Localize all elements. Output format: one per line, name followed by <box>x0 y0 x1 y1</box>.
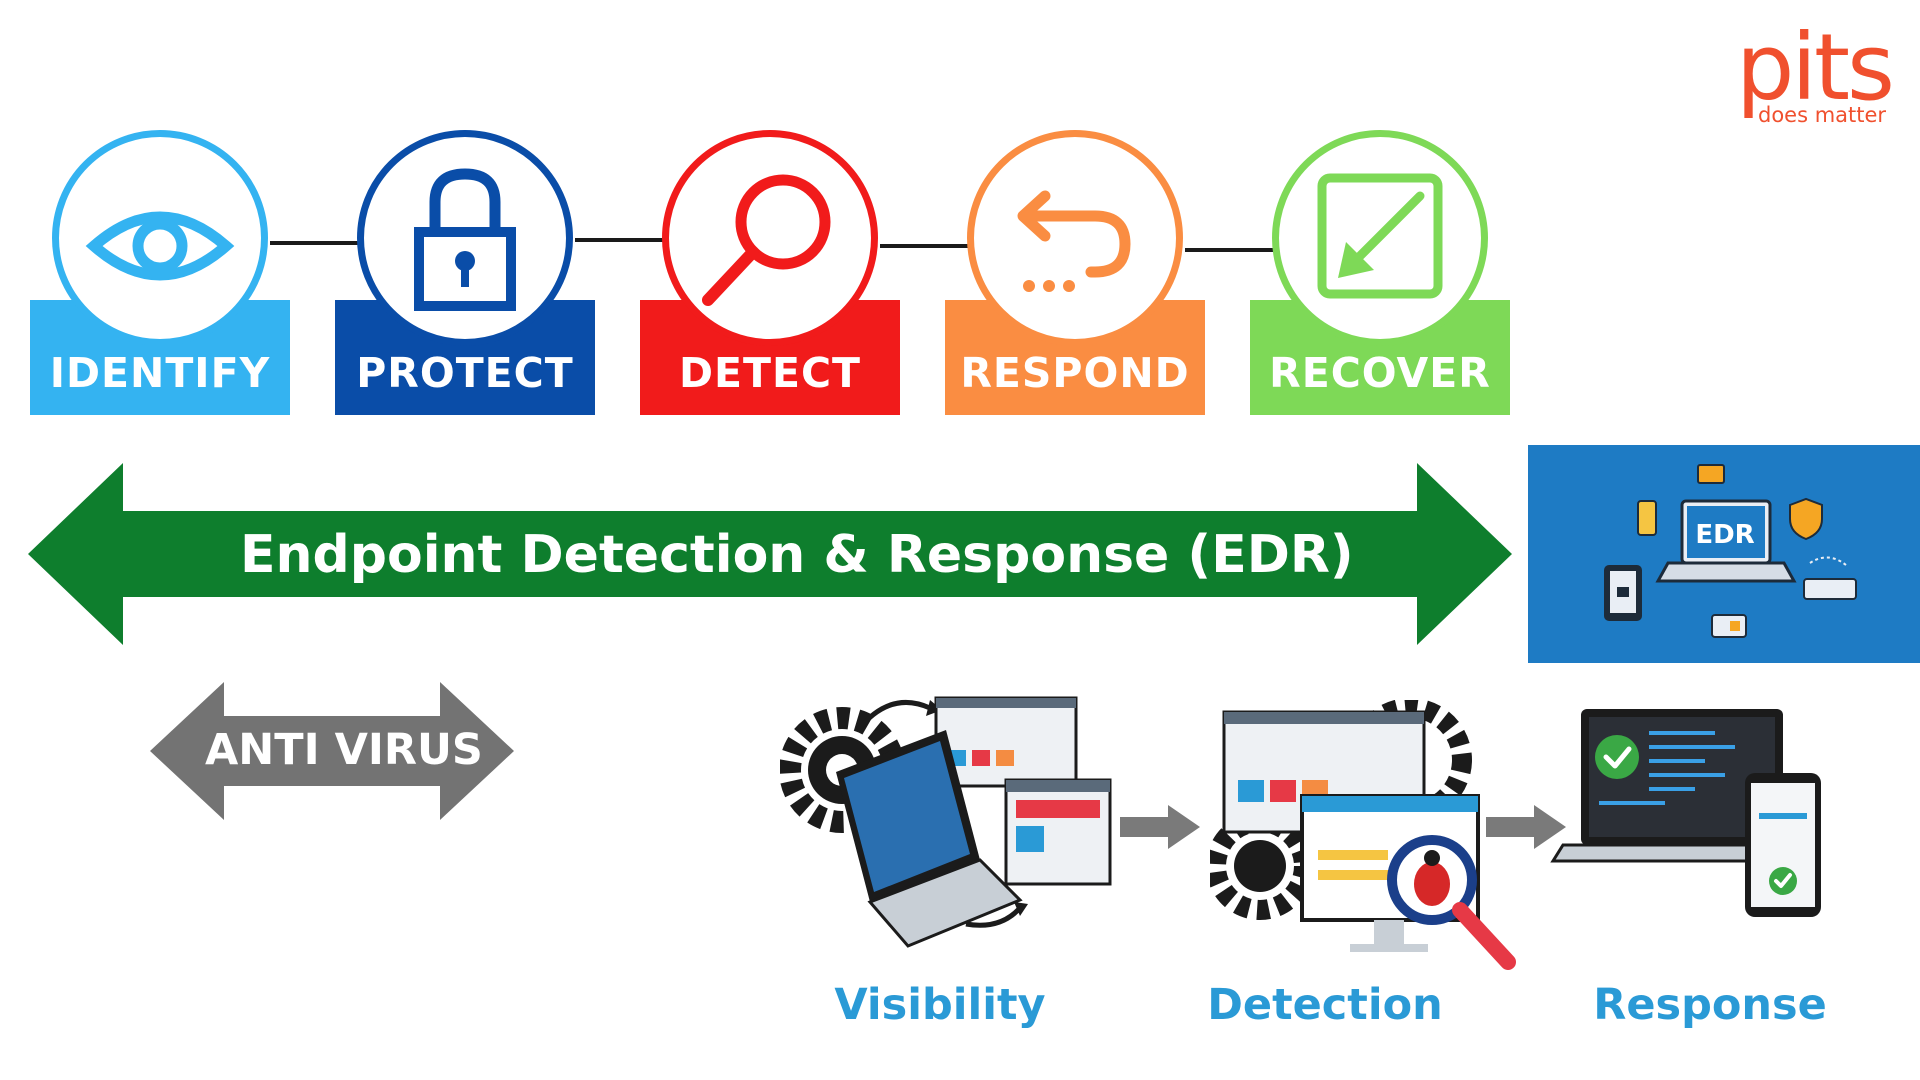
stage-ring <box>967 130 1183 346</box>
connector-line <box>270 241 360 245</box>
edr-arrow-label: Endpoint Detection & Response (EDR) <box>240 525 1354 585</box>
magnifier-icon <box>702 174 831 306</box>
bug-magnifier-icon <box>1210 700 1516 970</box>
laptop-phone-check-icon <box>1550 709 1821 917</box>
edr-illustration-panel: EDR <box>1528 445 1920 663</box>
eye-icon <box>85 211 235 281</box>
brand-tagline: does matter <box>1758 103 1887 127</box>
flow-arrow-icon <box>1486 805 1566 849</box>
stage-ring <box>52 130 268 346</box>
flow-arrow-icon <box>1120 805 1200 849</box>
return-arrow-icon <box>1017 190 1131 292</box>
recover-arrow-icon <box>1317 173 1443 299</box>
edr-panel-label: EDR <box>1695 520 1755 550</box>
connector-line <box>1185 248 1275 252</box>
stage-detect: DETECT <box>640 130 900 420</box>
step-label-visibility: Visibility <box>834 980 1046 1030</box>
step-label-response: Response <box>1593 980 1827 1030</box>
antivirus-double-arrow <box>150 682 514 820</box>
laptop-icon <box>1604 464 1857 638</box>
stage-protect: PROTECT <box>335 130 595 420</box>
stage-respond: RESPOND <box>945 130 1205 420</box>
stage-recover: RECOVER <box>1250 130 1510 420</box>
laptop-gears-icon <box>780 696 1112 948</box>
connector-line <box>575 238 665 242</box>
antivirus-label: ANTI VIRUS <box>205 725 483 775</box>
edr-double-arrow <box>28 463 1512 645</box>
stage-identify: IDENTIFY <box>30 130 290 420</box>
brand-logo: pits <box>1736 14 1895 121</box>
stage-ring <box>662 130 878 346</box>
step-label-detection: Detection <box>1207 980 1443 1030</box>
connector-line <box>880 244 970 248</box>
lock-icon <box>414 168 516 311</box>
